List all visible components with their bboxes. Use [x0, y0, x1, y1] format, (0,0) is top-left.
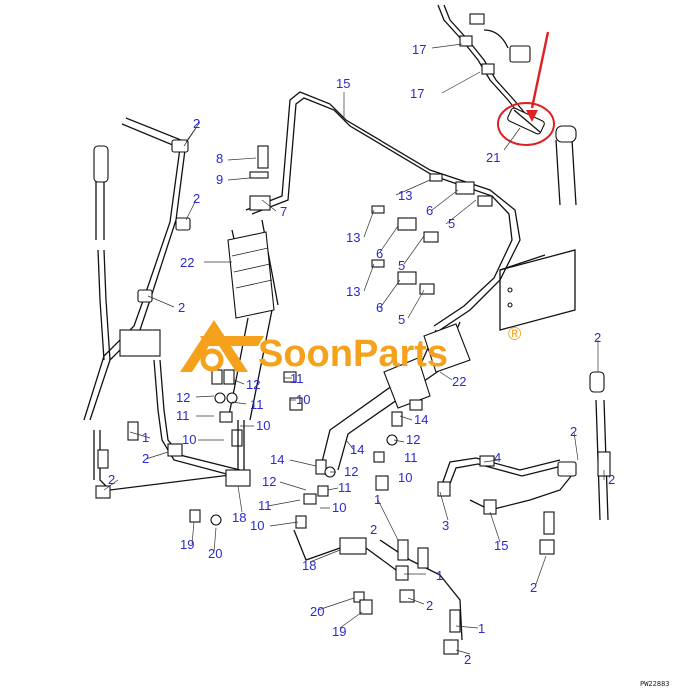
callout-2: 2: [594, 330, 601, 345]
callout-11: 11: [258, 498, 272, 513]
callout-2: 2: [530, 580, 537, 595]
callout-10: 10: [182, 432, 196, 447]
callout-22: 22: [180, 255, 194, 270]
right-tubes-3-4: [409, 371, 611, 555]
callout-2: 2: [464, 652, 471, 667]
manifold-18-center: [293, 529, 463, 655]
callout-15: 15: [494, 538, 508, 553]
brand-logo-icon: [180, 320, 264, 372]
callout-20: 20: [310, 604, 324, 619]
callout-14: 14: [270, 452, 284, 467]
callout-5: 5: [448, 216, 455, 231]
manifold-18-left: [93, 359, 251, 526]
callout-21: 21: [486, 150, 500, 165]
fittings: [137, 139, 493, 529]
callout-19: 19: [180, 537, 194, 552]
callout-2: 2: [426, 598, 433, 613]
callout-19: 19: [332, 624, 346, 639]
callout-12: 12: [262, 474, 276, 489]
callout-22: 22: [452, 374, 466, 389]
chassis-frame: [499, 249, 576, 331]
callout-6: 6: [376, 246, 383, 261]
lift-cylinder-top-right: [555, 125, 577, 206]
callout-2: 2: [370, 522, 377, 537]
callout-2: 2: [178, 300, 185, 315]
callout-1: 1: [142, 430, 149, 445]
callout-14: 14: [350, 442, 364, 457]
wiring-harness: [437, 4, 531, 116]
callout-10: 10: [398, 470, 412, 485]
sensor-part-21: [507, 107, 545, 135]
highlight-arrow: [526, 31, 550, 122]
gear-icon: [200, 348, 224, 372]
callout-1: 1: [478, 621, 485, 636]
callout-1: 1: [374, 492, 381, 507]
callout-7: 7: [280, 204, 287, 219]
highlight-circle: [497, 102, 555, 146]
callout-20: 20: [208, 546, 222, 561]
callout-5: 5: [398, 258, 405, 273]
callout-13: 13: [346, 284, 360, 299]
callout-2: 2: [608, 472, 615, 487]
callout-11: 11: [176, 408, 190, 423]
callout-10: 10: [256, 418, 270, 433]
callout-9: 9: [216, 172, 223, 187]
callout-4: 4: [494, 450, 501, 465]
callout-2: 2: [193, 116, 200, 131]
watermark-brand: SoonParts: [258, 333, 448, 375]
callout-2: 2: [193, 191, 200, 206]
left-cylinder-tubes: [83, 117, 187, 421]
callout-11: 11: [290, 371, 304, 386]
callout-11: 11: [338, 480, 352, 495]
callout-10: 10: [332, 500, 346, 515]
callout-2: 2: [570, 424, 577, 439]
callout-12: 12: [246, 377, 260, 392]
callout-5: 5: [398, 312, 405, 327]
callout-18: 18: [232, 510, 246, 525]
watermark-registered-mark: ®: [508, 324, 521, 344]
callout-2: 2: [108, 472, 115, 487]
callout-18: 18: [302, 558, 316, 573]
callout-6: 6: [426, 203, 433, 218]
drawing-code: PW22883: [640, 680, 670, 688]
hose-22-left: [227, 219, 279, 421]
callout-15: 15: [336, 76, 350, 91]
callout-12: 12: [344, 464, 358, 479]
callout-13: 13: [398, 188, 412, 203]
hose-22-right: [319, 321, 471, 471]
callout-12: 12: [176, 390, 190, 405]
callout-6: 6: [376, 300, 383, 315]
callout-12: 12: [406, 432, 420, 447]
callout-17: 17: [410, 86, 424, 101]
callout-11: 11: [404, 450, 418, 465]
callout-14: 14: [414, 412, 428, 427]
callout-17: 17: [412, 42, 426, 57]
callout-10: 10: [250, 518, 264, 533]
callout-labels: 17 17 21 15 2 8 9 7 2 22 2 13 13 13 6 5 …: [108, 42, 615, 667]
callout-1: 1: [436, 568, 443, 583]
soonparts-watermark: SoonParts ®: [180, 320, 521, 375]
callout-2: 2: [142, 451, 149, 466]
callout-11: 11: [250, 397, 264, 412]
callout-10: 10: [296, 392, 310, 407]
callout-3: 3: [442, 518, 449, 533]
callout-8: 8: [216, 151, 223, 166]
callout-leaders: [103, 43, 605, 655]
callout-13: 13: [346, 230, 360, 245]
